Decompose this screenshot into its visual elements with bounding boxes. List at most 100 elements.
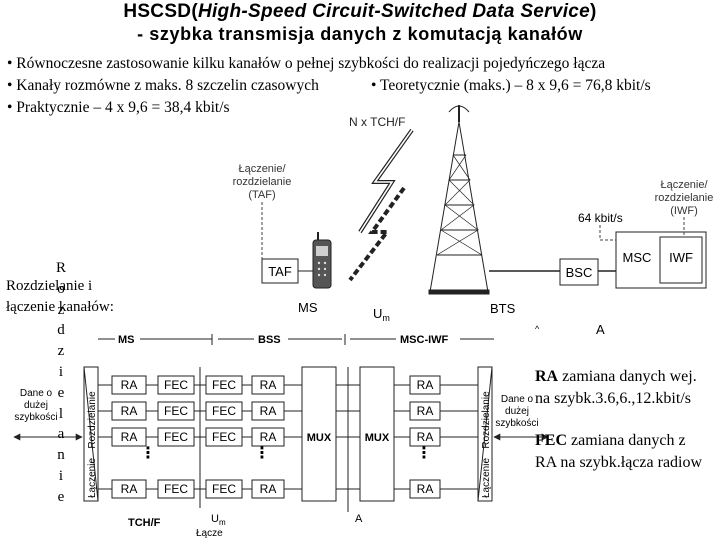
bts-label: BTS bbox=[490, 301, 516, 316]
fec-bts-label: FEC bbox=[212, 404, 236, 418]
interface-lines bbox=[199, 367, 349, 512]
ra-note-line-2: na szybk.3.6,6.,12.kbit/s bbox=[535, 390, 691, 407]
iwf-label: IWF bbox=[669, 250, 693, 265]
a-top-label: A bbox=[596, 322, 605, 337]
msc-iwf-header: MSC-IWF bbox=[400, 334, 449, 346]
bullet-2: • Kanały rozmówne z maks. 8 szczelin cza… bbox=[7, 77, 319, 94]
fec-ms-label: FEC bbox=[164, 430, 188, 444]
bullet-3: • Praktycznie – 4 x 9,6 = 38,4 kbit/s bbox=[7, 99, 230, 116]
bullet-1: • Równoczesne zastosowanie kilku kanałów… bbox=[7, 55, 606, 72]
ra-bts-label: RA bbox=[260, 430, 277, 444]
ra-ms-label: RA bbox=[121, 378, 138, 392]
iwf-caption-1: Łączenie/ bbox=[660, 179, 708, 191]
ellipsis-dots: ⋮ bbox=[140, 445, 156, 462]
header-brackets bbox=[98, 334, 494, 345]
vertical-letter: n bbox=[57, 447, 65, 464]
fec-note-line-1: FEC zamiana danych z bbox=[535, 432, 686, 449]
rozdzielanie-label: Rozdzielanie i łączenie kanałów: bbox=[6, 276, 114, 318]
bss-header: BSS bbox=[258, 334, 281, 346]
vertical-letter: o bbox=[57, 280, 65, 297]
ra-iwf-label: RA bbox=[417, 404, 434, 418]
title-prefix: HSCSD( bbox=[123, 1, 198, 22]
rate-label: 64 kbit/s bbox=[578, 211, 623, 225]
bullet-2b: • Teoretycznie (maks.) – 8 x 9,6 = 76,8 … bbox=[371, 77, 651, 94]
right-data-3: szybkości bbox=[495, 418, 538, 429]
vertical-letter: R bbox=[55, 260, 66, 276]
fec-bts-label: FEC bbox=[212, 378, 236, 392]
vertical-letter: e bbox=[57, 488, 65, 505]
taf-box bbox=[261, 258, 299, 284]
ellipsis-dots: ⋮ bbox=[416, 445, 432, 462]
title-suffix: ) bbox=[590, 1, 597, 22]
right-laczenie: Łączenie bbox=[481, 458, 492, 498]
fec-ms-label: FEC bbox=[164, 404, 188, 418]
ra-ms-label: RA bbox=[121, 482, 138, 496]
vertical-letter: a bbox=[57, 426, 65, 443]
taf-caption-2: rozdzielanie bbox=[233, 176, 292, 188]
vertical-letter: i bbox=[58, 363, 64, 380]
taf-label: TAF bbox=[268, 264, 292, 279]
page-title: HSCSD(High-Speed Circuit-Switched Data S… bbox=[0, 1, 720, 23]
ra-iwf-label: RA bbox=[417, 482, 434, 496]
mux-left-label: MUX bbox=[307, 432, 332, 444]
fec-note-line-2: RA na szybk.łącza radiow bbox=[535, 454, 703, 471]
channel-rows: RA FEC FEC RA RA RA FEC FEC RA RA RA FEC FEC RA RA RA FE… bbox=[98, 375, 478, 499]
vertical-letter: d bbox=[57, 322, 65, 339]
a-bottom-label: A bbox=[355, 513, 363, 525]
mux-right bbox=[359, 366, 395, 502]
a-caret: ^ bbox=[535, 324, 540, 334]
ms-header: MS bbox=[118, 334, 135, 346]
bsc-label: BSC bbox=[566, 265, 593, 280]
ra-bts-label: RA bbox=[260, 378, 277, 392]
ra-ms-label: RA bbox=[121, 430, 138, 444]
rozdzielanie-line-2: łączenie kanałów: bbox=[6, 299, 114, 315]
mobile-phone-icon bbox=[312, 232, 332, 289]
radio-link-lightning bbox=[348, 128, 414, 282]
right-data-2: dużej bbox=[505, 406, 529, 417]
ra-bts-label: RA bbox=[260, 404, 277, 418]
mux-left bbox=[301, 366, 337, 502]
ms-interface-label: MS bbox=[298, 300, 318, 315]
taf-caption-3: (TAF) bbox=[248, 189, 275, 201]
right-data-1: Dane o bbox=[501, 394, 534, 405]
um-bottom-label: Um bbox=[211, 513, 226, 527]
left-data-2: dużej bbox=[24, 400, 48, 411]
ra-bts-label: RA bbox=[260, 482, 277, 496]
left-laczenie: Łączenie bbox=[87, 458, 98, 498]
vertical-letter: i bbox=[58, 467, 64, 484]
bsc-box bbox=[559, 258, 599, 286]
ra-ms-label: RA bbox=[121, 404, 138, 418]
vertical-letter: z bbox=[57, 301, 65, 318]
ra-note-line-1: RA zamiana danych wej. bbox=[535, 368, 697, 385]
fec-bts-label: FEC bbox=[212, 430, 236, 444]
iwf-box bbox=[659, 236, 703, 284]
ra-iwf-label: RA bbox=[417, 378, 434, 392]
fec-ms-label: FEC bbox=[164, 482, 188, 496]
ellipsis-dots: ⋮ bbox=[254, 445, 270, 462]
rozdzielanie-line-1: Rozdzielanie i bbox=[6, 278, 93, 294]
taf-caption-1: Łączenie/ bbox=[238, 163, 286, 175]
fec-ms-label: FEC bbox=[164, 378, 188, 392]
right-rozdzielanie: Rozdzielanie bbox=[481, 391, 492, 449]
iwf-caption-2: rozdzielanie bbox=[655, 192, 714, 204]
left-data-1: Dane o bbox=[20, 388, 53, 399]
tch-label: TCH/F bbox=[128, 517, 161, 529]
bts-tower bbox=[428, 105, 490, 295]
vertical-letter: l bbox=[58, 405, 64, 422]
msc-label: MSC bbox=[623, 250, 652, 265]
mux-right-label: MUX bbox=[365, 432, 390, 444]
title-italic: High-Speed Circuit-Switched Data Service bbox=[197, 1, 591, 22]
iwf-caption-3: (IWF) bbox=[670, 205, 697, 217]
lacze-label: Łącze bbox=[196, 528, 223, 539]
left-data-3: szybkości bbox=[14, 412, 57, 423]
um-top-label: Um bbox=[373, 306, 390, 323]
ntch-label: N x TCH/F bbox=[349, 115, 405, 129]
ra-iwf-label: RA bbox=[417, 430, 434, 444]
vertical-letter: e bbox=[57, 384, 65, 401]
vertical-letter: z bbox=[57, 343, 65, 360]
fec-bts-label: FEC bbox=[212, 482, 236, 496]
left-rozdzielanie: Rozdzielanie bbox=[87, 391, 98, 449]
page-subtitle: - szybka transmisja danych z komutacją k… bbox=[137, 24, 583, 44]
